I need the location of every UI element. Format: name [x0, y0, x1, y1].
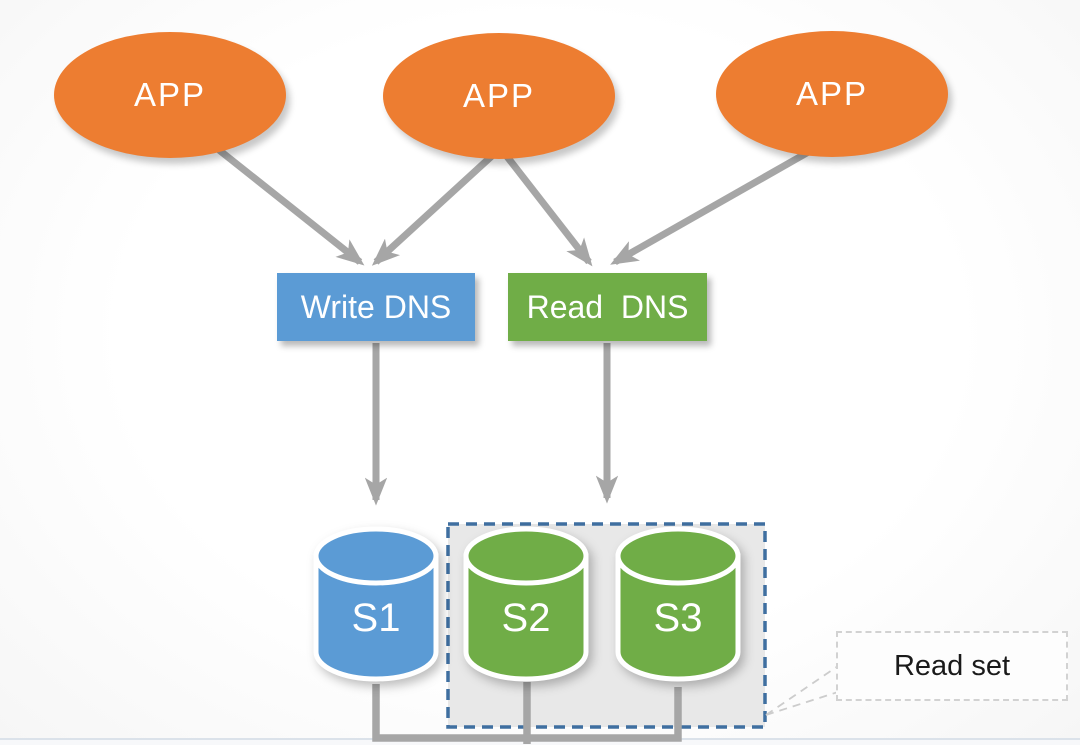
read-set-callout-label: Read set — [893, 649, 1011, 682]
edge-app2-to-writedns — [371, 151, 497, 266]
app-node-2-label: APP — [462, 77, 536, 114]
read-set-callout: Read set — [836, 631, 1068, 701]
database-s1-label: S1 — [352, 596, 401, 640]
app-node-3: APP — [716, 31, 948, 157]
callout-leader-line-top — [765, 665, 839, 716]
edge-app3-to-readdns — [610, 146, 814, 266]
read-dns-label: Read DNS — [526, 288, 689, 325]
database-cylinder-s1: S1 — [313, 526, 439, 682]
database-cylinder-s2: S2 — [463, 526, 589, 682]
database-s3-label: S3 — [654, 596, 703, 640]
callout-leader-line-bottom — [765, 691, 839, 716]
app-node-2: APP — [383, 33, 615, 159]
edge-app2-to-readdns — [502, 151, 593, 267]
app-node-3-label: APP — [795, 75, 869, 112]
write-dns-label: Write DNS — [300, 288, 452, 325]
read-dns-node: Read DNS — [508, 273, 707, 341]
write-dns-node: Write DNS — [277, 273, 475, 341]
app-node-1: APP — [54, 32, 286, 158]
edge-app1-to-writedns — [211, 143, 365, 266]
database-cylinder-s3: S3 — [615, 526, 741, 682]
database-s2-label: S2 — [502, 596, 551, 640]
app-node-1-label: APP — [133, 76, 207, 113]
